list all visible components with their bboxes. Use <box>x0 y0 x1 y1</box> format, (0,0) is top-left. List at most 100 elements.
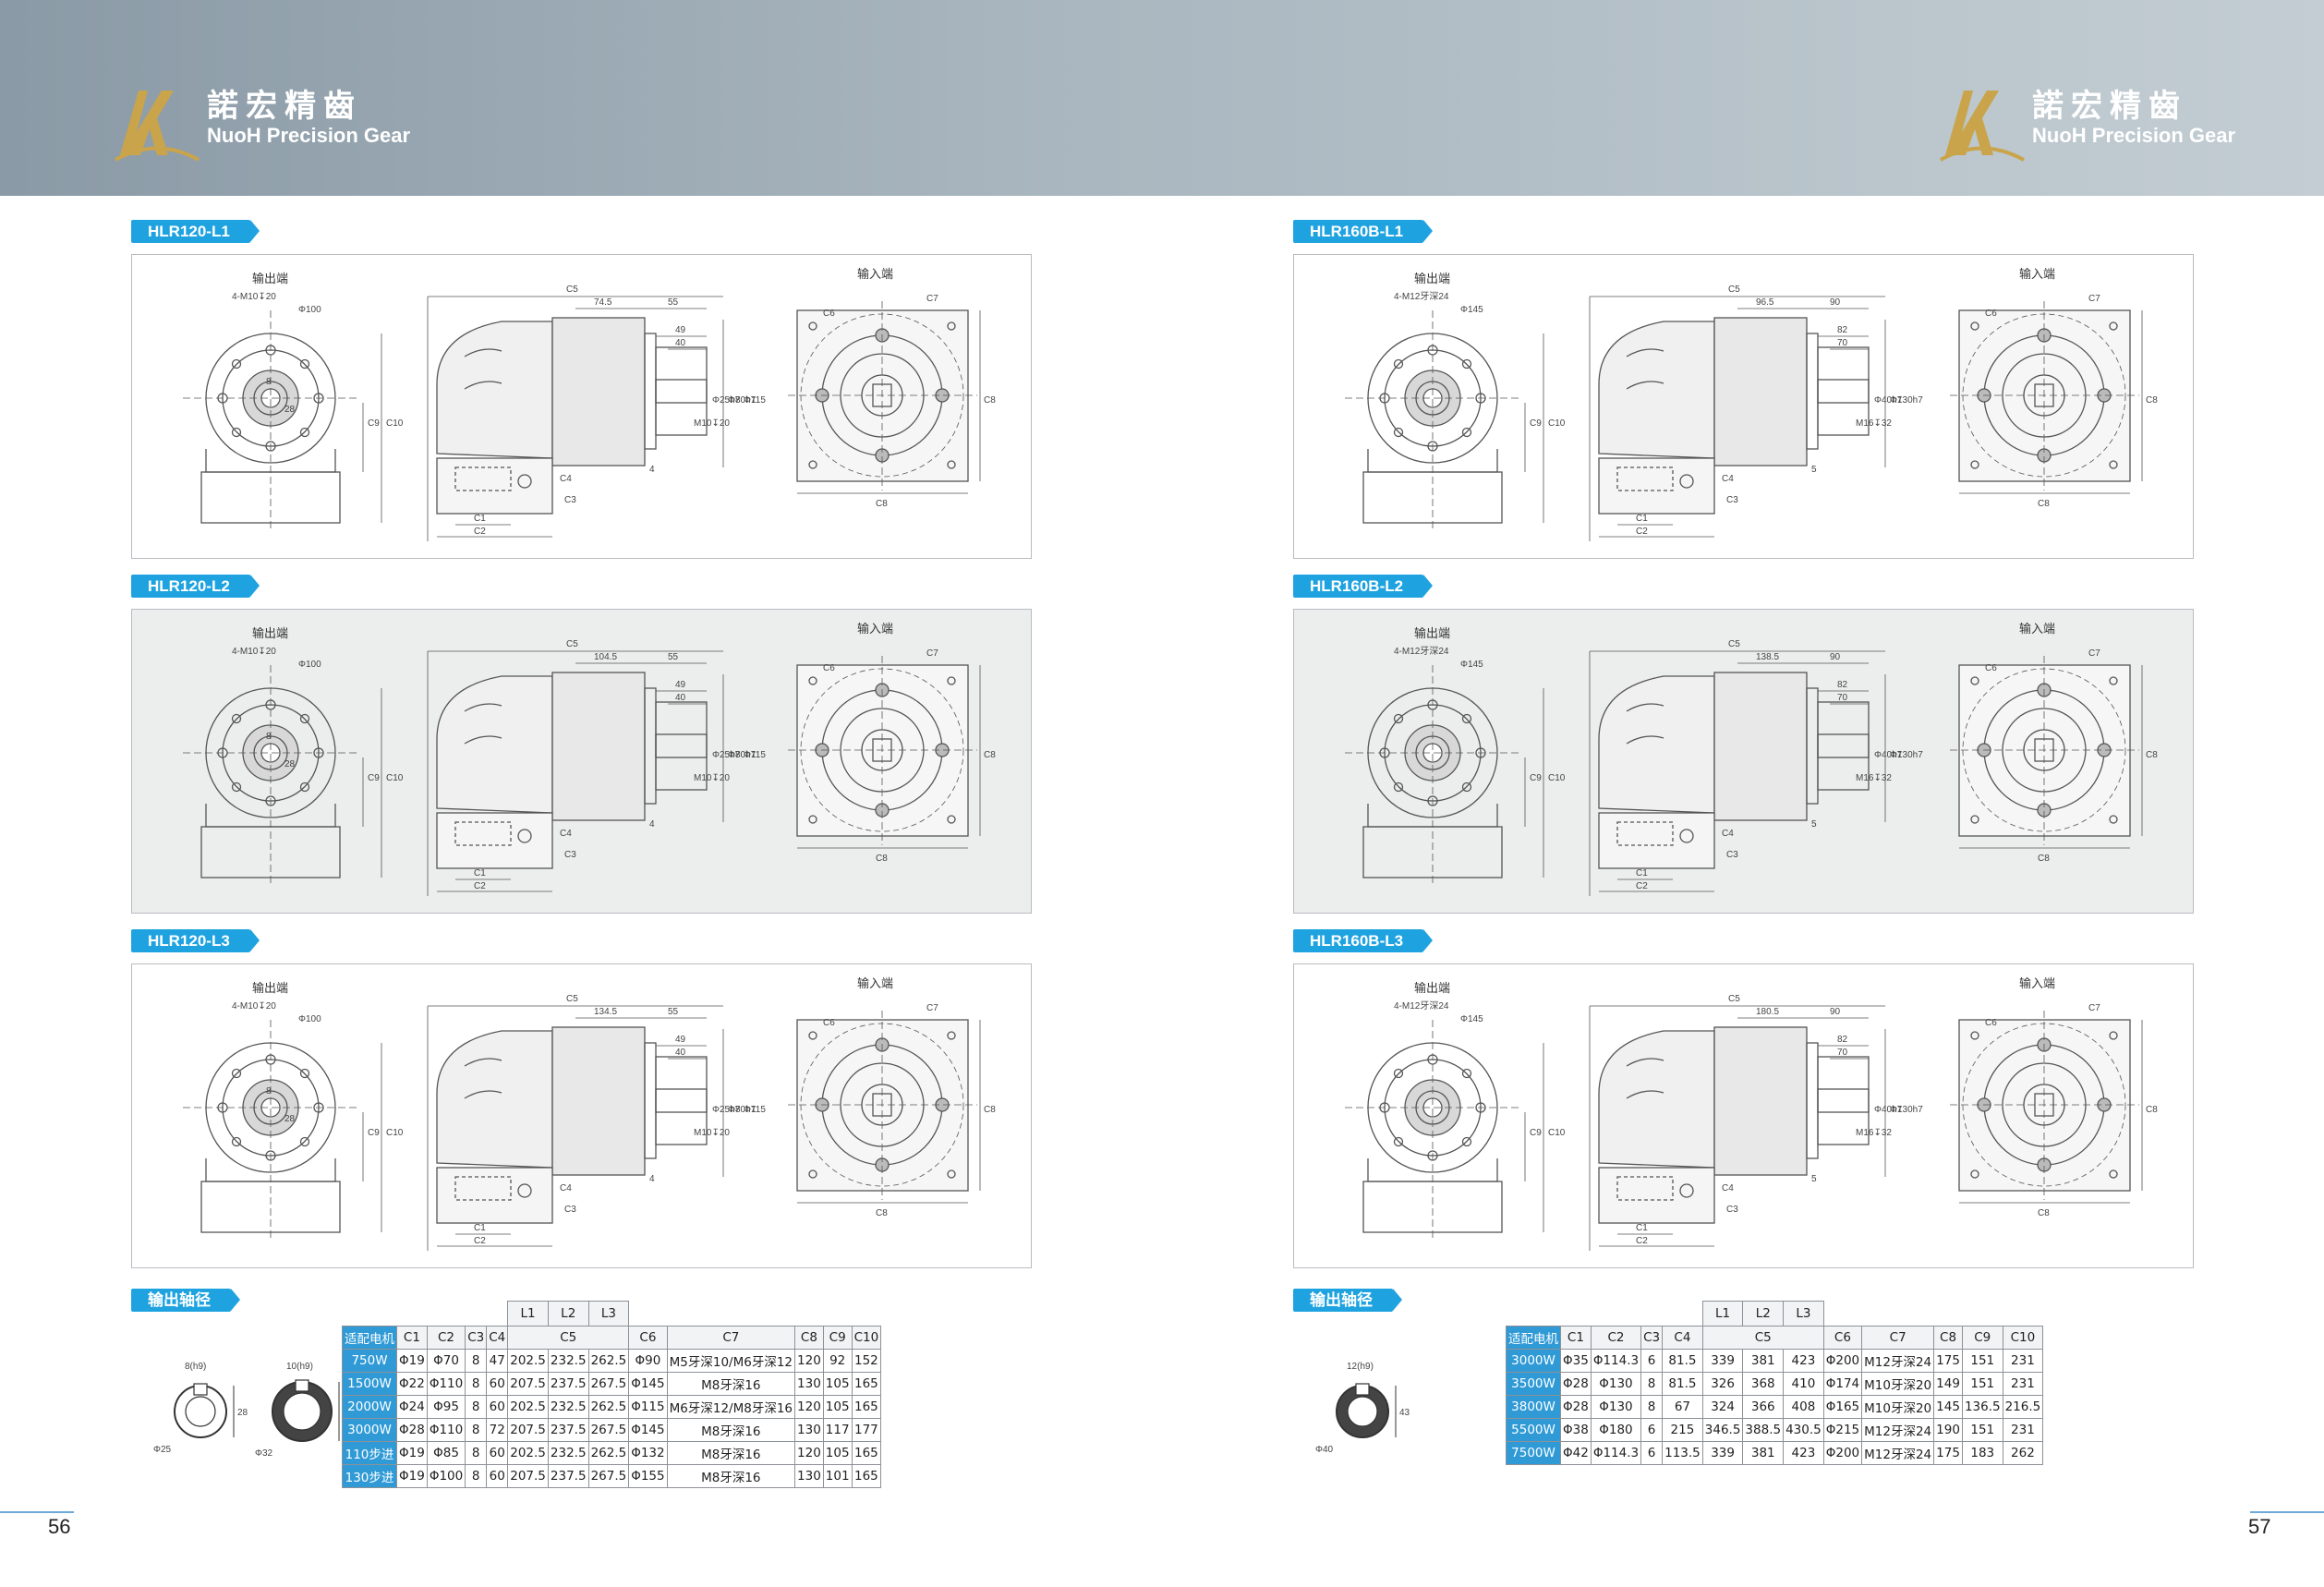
output-end-label: 输出端 <box>252 981 288 996</box>
dim-c5b-label: 90 <box>1830 1007 1841 1017</box>
mount-holes-label: 4-M12牙深24 <box>1394 291 1449 302</box>
input-end-view <box>1950 656 2143 849</box>
table-cell: 232.5 <box>547 1441 589 1465</box>
table-cell: 262 <box>2002 1441 2044 1465</box>
pcd-label: Φ115 <box>744 395 766 406</box>
section-title-3: HLR120-L3 <box>131 929 260 952</box>
table-cell: 267.5 <box>587 1464 630 1488</box>
dim-c2-label: C2 <box>1636 1236 1648 1246</box>
table-cell: 81.5 <box>1662 1372 1703 1396</box>
table-cell: Φ85 <box>426 1441 466 1465</box>
table-cell: M6牙深12/M8牙深16 <box>666 1395 796 1419</box>
table-cell: 120 <box>794 1395 824 1419</box>
dim-40-label: 70 <box>1837 693 1848 703</box>
key-width-label: 8 <box>266 732 272 742</box>
output-end-view <box>183 665 382 887</box>
dim-c4-label: C4 <box>560 1183 572 1193</box>
table-cell: 60 <box>486 1464 509 1488</box>
table-header: C6 <box>1822 1326 1863 1350</box>
table-cell: 152 <box>851 1349 882 1373</box>
table-cell: Φ19 <box>396 1441 428 1465</box>
table-cell: 47 <box>486 1349 509 1373</box>
table-cell: 262.5 <box>587 1395 630 1419</box>
table-cell: Φ174 <box>1822 1372 1863 1396</box>
dim-c5-label: C5 <box>1728 639 1740 649</box>
output-end-view <box>183 310 382 532</box>
dim-c10-label: C10 <box>386 773 404 783</box>
dim-c4-label: C4 <box>1722 474 1734 484</box>
table-cell: M8牙深16 <box>666 1441 796 1465</box>
table-cell: M10牙深20 <box>1861 1395 1935 1419</box>
table-cell: 202.5 <box>507 1441 549 1465</box>
table-cell: M8牙深16 <box>666 1464 796 1488</box>
dim-c3-label: C3 <box>564 850 576 860</box>
table-cell: Φ130 <box>1590 1372 1642 1396</box>
dim-4-label: 4 <box>649 819 655 830</box>
table-header: C8 <box>794 1326 824 1350</box>
dim-49-label: 49 <box>675 680 686 690</box>
table-cell: 231 <box>2002 1372 2044 1396</box>
dim-c2-label: C2 <box>474 1236 486 1246</box>
input-end-label: 输入端 <box>2019 976 2055 991</box>
table-cell: Φ100 <box>426 1464 466 1488</box>
table-cell: 232.5 <box>547 1349 589 1373</box>
table-cell: M8牙深16 <box>666 1418 796 1442</box>
dim-49-label: 82 <box>1837 1035 1848 1045</box>
table-cell: 231 <box>2002 1418 2044 1442</box>
dim-c6-label: C6 <box>823 663 835 673</box>
table-cell: 136.5 <box>1961 1395 2003 1419</box>
dim-c7-label: C7 <box>2088 648 2100 659</box>
side-view <box>1589 296 1886 541</box>
dim-c6-label: C6 <box>1985 663 1997 673</box>
pilot-dia-label: Φ80h7 <box>728 395 757 406</box>
dim-c1-label: C1 <box>1636 514 1648 524</box>
table-cell: Φ19 <box>396 1349 428 1373</box>
table-cell: 130 <box>794 1372 824 1396</box>
table-cell: 8 <box>1640 1372 1664 1396</box>
drawing-panel-3: 输出端 4-M12牙深24 Φ145 C9 C10 C5 180.5 90 82… <box>1293 963 2194 1268</box>
flange-dia-label: Φ145 <box>1460 660 1483 670</box>
dim-c8-label: C8 <box>2038 499 2050 509</box>
tap-label: M10↧20 <box>694 773 730 783</box>
table-header: C9 <box>822 1326 853 1350</box>
table-cell: 7500W <box>1506 1441 1561 1465</box>
dim-c2-label: C2 <box>1636 881 1648 891</box>
table-cell: 120 <box>794 1441 824 1465</box>
table-header: C5 <box>507 1326 630 1350</box>
table-cell: 215 <box>1662 1418 1703 1442</box>
dim-c9-label: C9 <box>368 418 380 429</box>
flange-dia-label: Φ145 <box>1460 1014 1483 1024</box>
l-header: L2 <box>1742 1301 1785 1327</box>
table-header: C8 <box>1933 1326 1963 1350</box>
table-cell: 105 <box>822 1395 853 1419</box>
dim-c8-side-label: C8 <box>2146 395 2158 406</box>
section-title-1: HLR120-L1 <box>131 220 260 243</box>
shaft-section-1: 12(h9) 43 Φ40 <box>1315 1362 1410 1455</box>
table-cell: Φ114.3 <box>1590 1441 1642 1465</box>
dim-c9-label: C9 <box>1530 418 1542 429</box>
dim-49-label: 49 <box>675 325 686 335</box>
table-cell: 175 <box>1933 1441 1963 1465</box>
dim-c10-label: C10 <box>386 1128 404 1138</box>
shaft-dia-label: Φ25h7 <box>712 395 741 406</box>
dim-c3-label: C3 <box>1726 1205 1738 1215</box>
table-cell: 366 <box>1742 1395 1785 1419</box>
output-end-view <box>1345 310 1544 532</box>
shaft-dia-label: Φ25 <box>153 1445 172 1455</box>
side-view <box>1589 1005 1886 1251</box>
shaft-section-2: 10(h9) 35 Φ32 <box>255 1362 354 1459</box>
section-title-2: HLR160B-L2 <box>1293 575 1434 598</box>
dim-c1-label: C1 <box>474 868 486 878</box>
flange-dia-label: Φ100 <box>298 1014 321 1024</box>
table-cell: 165 <box>851 1464 882 1488</box>
table-cell: 237.5 <box>547 1372 589 1396</box>
dim-c7-label: C7 <box>926 1003 938 1013</box>
input-end-view <box>788 1011 981 1204</box>
table-header: C7 <box>666 1326 796 1350</box>
table-cell: 8 <box>465 1441 488 1465</box>
table-cell: 326 <box>1701 1372 1744 1396</box>
